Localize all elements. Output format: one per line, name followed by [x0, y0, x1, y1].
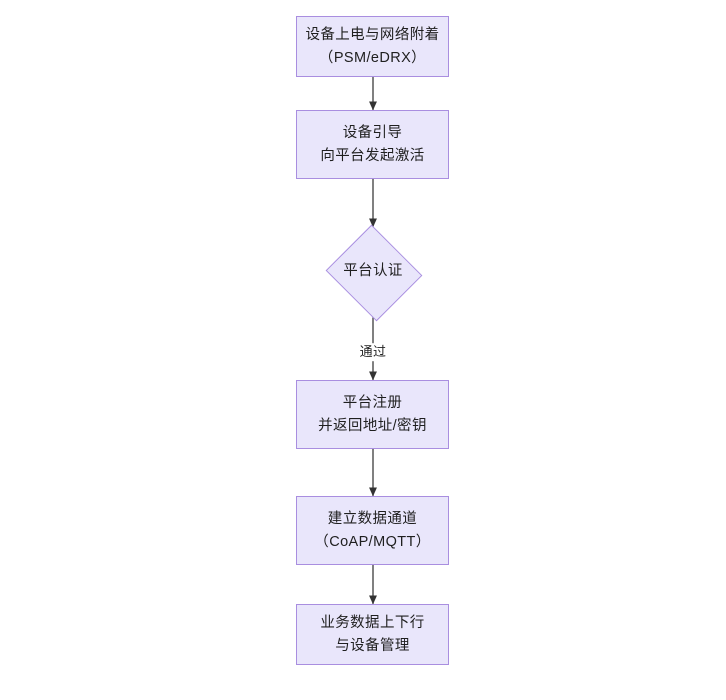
- node-label-line: 业务数据上下行: [320, 615, 425, 632]
- node-label-line: 设备上电与网络附着: [305, 27, 440, 44]
- node-label-line: 向平台发起激活: [320, 147, 425, 164]
- node-label-line: （PSM/eDRX）: [318, 49, 427, 66]
- node-power-on[interactable]: 设备上电与网络附着 （PSM/eDRX）: [296, 16, 449, 77]
- node-label-line: 与设备管理: [335, 637, 410, 654]
- node-platform-auth[interactable]: 平台认证: [323, 224, 423, 321]
- node-label-line: 设备引导: [342, 125, 403, 142]
- edge-label-e3: 通过: [356, 343, 390, 361]
- node-platform-register[interactable]: 平台注册并返回地址/密钥: [296, 380, 449, 449]
- node-service-data[interactable]: 业务数据上下行与设备管理: [296, 604, 449, 665]
- node-data-channel[interactable]: 建立数据通道 （CoAP/MQTT）: [296, 496, 449, 565]
- node-bootstrap[interactable]: 设备引导向平台发起激活: [296, 110, 449, 179]
- node-label-line: 平台认证: [343, 263, 403, 280]
- node-label-line: 建立数据通道: [327, 511, 418, 528]
- node-label-line: （CoAP/MQTT）: [314, 533, 431, 550]
- node-label-line: 平台注册: [342, 395, 403, 412]
- node-label-line: 并返回地址/密钥: [318, 417, 427, 434]
